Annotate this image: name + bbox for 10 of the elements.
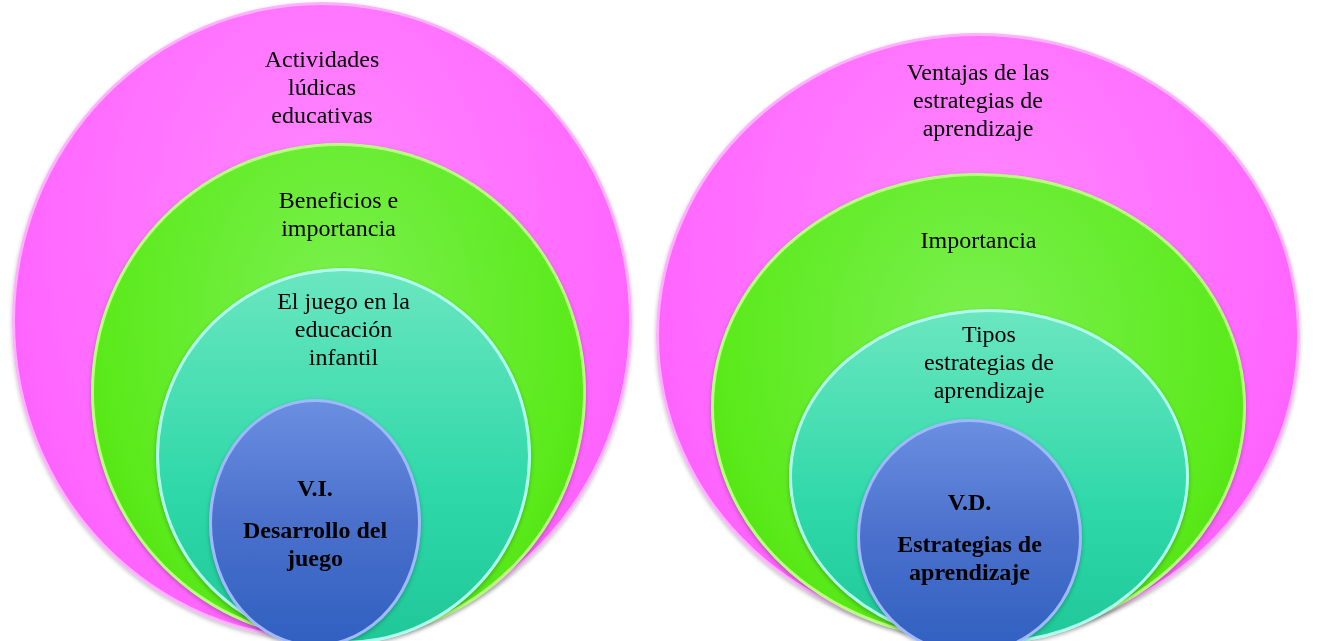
circle-label: Importancia [919,226,1038,254]
circle-label: Tipos estrategias de aprendizaje [923,320,1055,404]
variable-label: Desarrollo del juego [241,516,389,572]
circle-label: El juego en la educación infantil [276,287,411,371]
variable-label: V.I. [296,474,334,502]
circle-label: Beneficios e importancia [277,186,400,242]
variable-label: V.D. [946,488,993,516]
circle-label: Ventajas de las estrategias de aprendizaje [905,58,1051,142]
variable-label: Estrategias de aprendizaje [896,530,1043,586]
circle-label: Actividades lúdicas educativas [263,45,381,129]
